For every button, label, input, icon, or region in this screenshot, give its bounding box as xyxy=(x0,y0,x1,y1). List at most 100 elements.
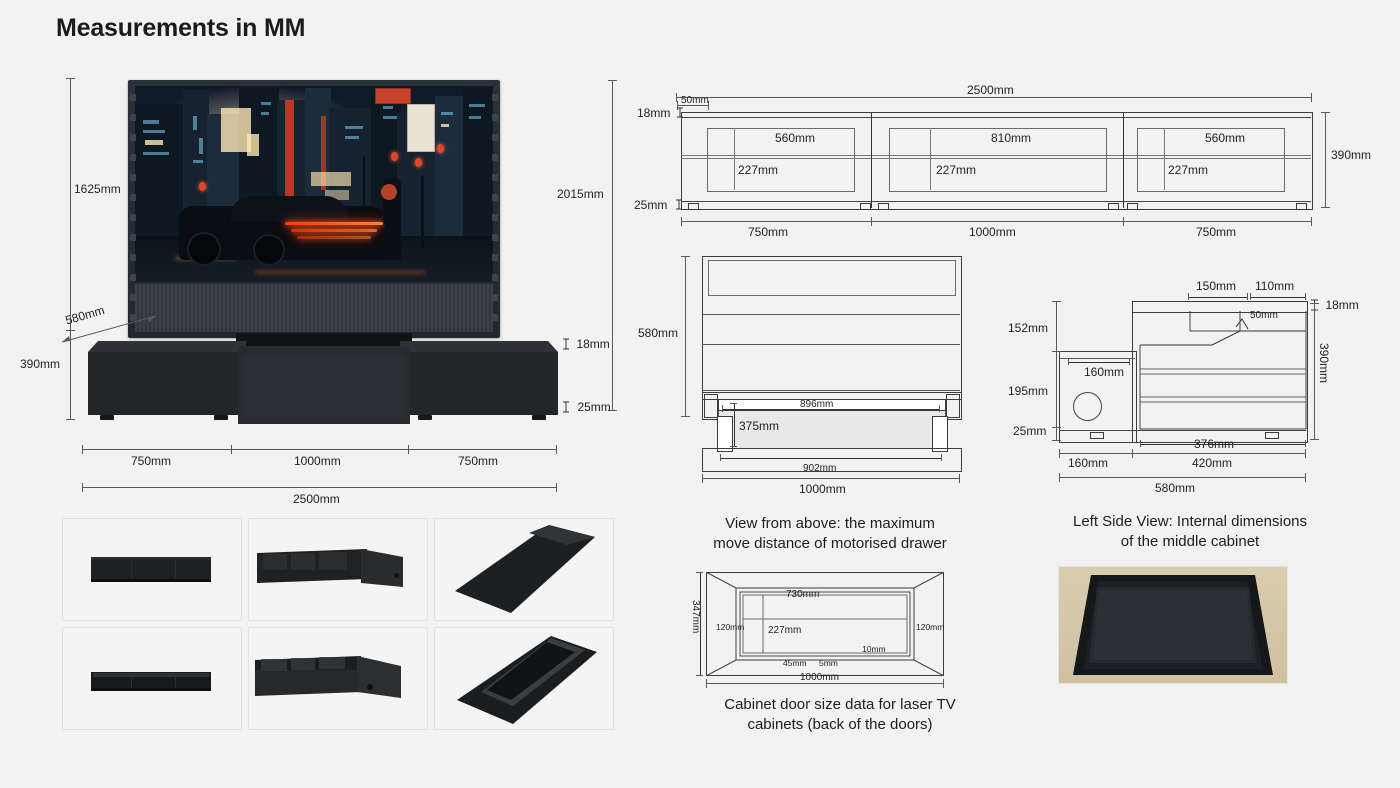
foot xyxy=(1108,203,1119,210)
tick xyxy=(730,403,737,404)
above-divider-1 xyxy=(702,314,960,315)
dim-door-edge-gap: 5mm xyxy=(819,658,838,668)
mid-divider-line xyxy=(681,155,1311,156)
tick xyxy=(871,217,872,226)
side-view-caption: Left Side View: Internal dimensions of t… xyxy=(1012,512,1368,553)
tick xyxy=(959,474,960,483)
above-top-panel xyxy=(708,260,956,296)
foot xyxy=(878,203,889,210)
cabinet-outline xyxy=(681,112,1313,210)
door-caption-line1: Cabinet door size data for laser TV xyxy=(724,696,956,713)
gallery-item-2[interactable] xyxy=(248,518,428,621)
bay-divider-1 xyxy=(871,112,872,208)
dim-line-right-vertical xyxy=(612,80,613,410)
mid-divider-line-2 xyxy=(681,158,1311,159)
dim-above-depth: 580mm xyxy=(638,326,679,340)
above-caption-line2: move distance of motorised drawer xyxy=(713,535,947,553)
dim-door-inner-width: 730mm xyxy=(786,589,820,600)
tick xyxy=(1052,427,1061,428)
dim-top-thickness-top-view: 18mm xyxy=(637,104,684,122)
gallery-item-4[interactable] xyxy=(62,627,242,730)
bay-2-door-split xyxy=(930,128,931,190)
tick xyxy=(1305,449,1306,458)
tick xyxy=(1305,293,1306,300)
dim-main-depth: 420mm xyxy=(1192,456,1233,470)
tick xyxy=(696,675,703,676)
dim-span-1: 750mm xyxy=(748,225,789,239)
dim-section-1: 750mm xyxy=(131,454,172,468)
dim-section-2: 1000mm xyxy=(294,454,341,468)
dim-inner-depth: 376mm xyxy=(1194,437,1235,451)
dim-drawer-inner-width: 896mm xyxy=(800,399,834,410)
dim-top-left-span: 150mm xyxy=(1196,279,1237,293)
tick xyxy=(681,217,682,226)
foot xyxy=(1090,432,1104,439)
tick xyxy=(681,416,690,417)
tick xyxy=(1129,358,1130,365)
product-gallery xyxy=(62,518,614,730)
dim-bay3-door-height: 227mm xyxy=(1168,163,1209,177)
dim-notch-50: 50mm xyxy=(1250,310,1278,321)
dim-line-896 xyxy=(722,409,940,410)
tick xyxy=(82,445,83,454)
tick xyxy=(941,454,942,461)
side-caption-line1: Left Side View: Internal dimensions xyxy=(1072,513,1308,530)
dim-line-390-side xyxy=(1314,303,1315,440)
cyberpunk-cityscape-art xyxy=(135,86,493,282)
tick xyxy=(1123,217,1124,226)
dim-screen-height: 1625mm xyxy=(74,182,121,196)
vent-circle-icon xyxy=(1073,392,1102,421)
dim-line-total-width xyxy=(82,487,557,488)
foot xyxy=(1265,432,1279,439)
dim-side-total-depth: 580mm xyxy=(1155,481,1196,495)
dim-top-thickness-label: 18mm xyxy=(576,337,610,351)
bay-1-door-split xyxy=(734,128,735,190)
above-divider-3 xyxy=(702,390,960,391)
dim-side-top-thickness: 18mm xyxy=(1310,296,1359,314)
dim-line-347 xyxy=(700,572,701,676)
gallery-item-3[interactable] xyxy=(434,518,614,621)
tick xyxy=(708,101,709,110)
bay-divider-2 xyxy=(1123,112,1124,208)
tick xyxy=(720,454,721,461)
tick xyxy=(556,445,557,454)
rail-left xyxy=(704,394,718,418)
dim-plinth-height-label: 25mm xyxy=(577,400,611,414)
dim-span-3: 750mm xyxy=(1196,225,1237,239)
tick xyxy=(66,330,75,331)
tick xyxy=(1310,303,1319,304)
gallery-item-5[interactable] xyxy=(248,627,428,730)
dim-line-1000 xyxy=(702,478,960,479)
gallery-item-1[interactable] xyxy=(62,518,242,621)
tick xyxy=(608,410,617,411)
gallery-item-6[interactable] xyxy=(434,627,614,730)
dim-line-sections xyxy=(82,449,557,450)
dim-total-width: 2500mm xyxy=(293,492,340,506)
tick xyxy=(1311,93,1312,102)
dim-bay1-door-width: 560mm xyxy=(775,131,816,145)
dim-door-bottom-offset: 10mm xyxy=(862,644,886,654)
dim-above-inner-width: 902mm xyxy=(803,463,837,474)
dim-rear-bay-depth: 160mm xyxy=(1084,365,1125,379)
tick xyxy=(556,483,557,492)
door-view-caption: Cabinet door size data for laser TV cabi… xyxy=(670,695,1010,736)
tick xyxy=(1132,449,1133,458)
door-frame-outline xyxy=(705,571,945,677)
dim-span-2: 1000mm xyxy=(969,225,1016,239)
tick xyxy=(1059,473,1060,482)
dim-overall-height-390: 390mm xyxy=(1331,148,1372,162)
door-photo xyxy=(1058,566,1288,684)
dim-bay2-door-width: 810mm xyxy=(991,131,1032,145)
tick xyxy=(1305,473,1306,482)
top-panel-line xyxy=(681,117,1311,118)
tick xyxy=(696,572,703,573)
tick xyxy=(66,78,75,79)
tick xyxy=(677,101,678,110)
plinth-line xyxy=(681,201,1311,202)
tick xyxy=(1059,449,1060,458)
dim-bay1-door-height: 227mm xyxy=(738,163,779,177)
bay-2-opening xyxy=(889,128,1107,192)
dim-line-door-width xyxy=(706,683,944,684)
tick xyxy=(1311,217,1312,226)
